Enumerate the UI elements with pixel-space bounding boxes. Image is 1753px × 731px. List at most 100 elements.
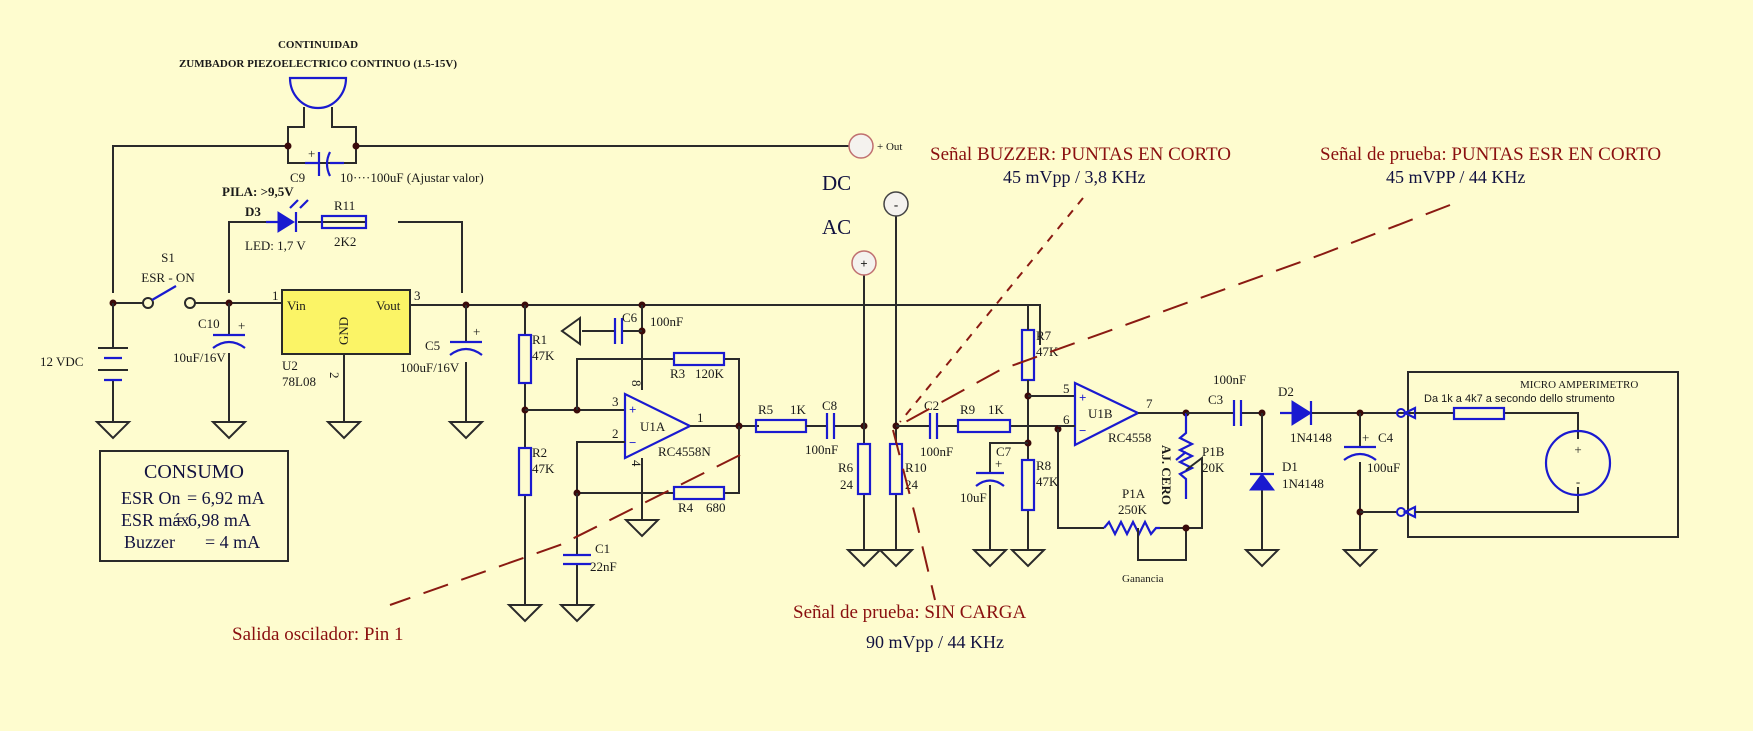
svg-text:D1: D1 (1282, 459, 1298, 474)
terminal-ac-plus[interactable]: + (851, 250, 877, 276)
svg-text:3: 3 (414, 288, 421, 303)
r10-ref: R10 (905, 460, 927, 475)
resistor-r11: R11 2K2 (320, 198, 368, 249)
leader-buzzer (899, 197, 1084, 423)
svg-text:78L08: 78L08 (282, 374, 316, 389)
c3-value: 100nF (1213, 372, 1246, 387)
c7-ref: C7 (996, 444, 1012, 459)
svg-text:Vin: Vin (287, 298, 306, 313)
c5-value: 100uF/16V (400, 360, 460, 375)
r5-ref: R5 (758, 402, 773, 417)
capacitor-c9: + C9 10····100uF (Ajustar valor) (290, 146, 484, 185)
consumo-box: CONSUMO ESR On = 6,92 mA ESR máx = 6,98 … (99, 450, 289, 562)
annotation-buzzer-title: Señal BUZZER: PUNTAS EN CORTO (930, 144, 1231, 165)
c10-ref: C10 (198, 316, 220, 331)
svg-text:U1A: U1A (640, 419, 666, 434)
svg-text:C9: C9 (290, 170, 305, 185)
c5-ref: C5 (425, 338, 440, 353)
r3-ref: R3 (670, 366, 685, 381)
svg-text:GND: GND (336, 317, 351, 345)
svg-text:2: 2 (327, 372, 342, 379)
annotation-esr-title: Señal de prueba: PUNTAS ESR EN CORTO (1320, 144, 1661, 165)
svg-text:+: + (1362, 430, 1369, 445)
svg-text:+: + (473, 324, 480, 339)
r4-ref: R4 (678, 500, 694, 515)
svg-text:−: − (1079, 423, 1086, 438)
regulator-u2: Vin Vout GND 1 3 2 U2 78L08 (272, 288, 421, 389)
svg-text:2K2: 2K2 (334, 234, 356, 249)
r4-value: 680 (706, 500, 726, 515)
svg-text:-: - (1576, 474, 1580, 489)
svg-text:Buzzer: Buzzer (124, 532, 175, 552)
svg-text:R11: R11 (334, 198, 355, 213)
svg-text:1: 1 (697, 410, 704, 425)
buzzer-title: CONTINUIDAD (278, 39, 358, 51)
buzzer-icon (288, 76, 348, 110)
svg-text:−: − (629, 435, 636, 450)
opamp-u1b: + − U1B RC4558 5 6 7 (1063, 381, 1153, 447)
annotation-esr-value: 45 mVPP / 44 KHz (1386, 167, 1525, 187)
svg-text:6: 6 (1063, 412, 1070, 427)
switch-s1: S1 ESR - ON (141, 250, 196, 309)
svg-text:+ Out: + Out (877, 141, 902, 153)
c8-value: 100nF (805, 442, 838, 457)
svg-text:ESR máx: ESR máx (121, 510, 190, 530)
annotation-sin-carga-title: Señal de prueba: SIN CARGA (793, 602, 1027, 623)
svg-text:ESR On: ESR On (121, 488, 181, 508)
svg-text:MICRO AMPERIMETRO: MICRO AMPERIMETRO (1520, 379, 1638, 391)
svg-text:+: + (308, 146, 315, 161)
svg-text:= 6,92 mA: = 6,92 mA (187, 488, 265, 508)
svg-text:AJ. CERO: AJ. CERO (1159, 445, 1174, 505)
svg-text:20K: 20K (1202, 460, 1225, 475)
svg-text:8: 8 (629, 380, 644, 387)
svg-text:D3: D3 (245, 204, 261, 219)
svg-text:P1A: P1A (1122, 486, 1146, 501)
annotation-oscilador: Salida oscilador: Pin 1 (232, 624, 404, 645)
opamp-u1a: + − U1A RC4558N 3 2 1 8 4 (612, 380, 711, 467)
svg-text:LED: 1,7 V: LED: 1,7 V (245, 238, 306, 253)
svg-text:ESR - ON: ESR - ON (141, 270, 195, 285)
c7-value: 10uF (960, 490, 987, 505)
c1-ref: C1 (595, 541, 610, 556)
svg-text:RC4558: RC4558 (1108, 430, 1151, 445)
r7-ref: R7 (1036, 328, 1052, 343)
svg-text:5: 5 (1063, 381, 1070, 396)
terminal-dc-minus[interactable]: - (883, 191, 909, 217)
svg-text:Vout: Vout (376, 298, 401, 313)
svg-text:+: + (860, 256, 867, 271)
leader-oscilador (389, 454, 741, 606)
buzzer-subtitle: ZUMBADOR PIEZOELECTRICO CONTINUO (1.5-15… (179, 58, 457, 70)
svg-text:CONSUMO: CONSUMO (144, 461, 244, 483)
svg-text:P1B: P1B (1202, 444, 1225, 459)
r9-value: 1K (988, 402, 1005, 417)
svg-text:1N4148: 1N4148 (1282, 476, 1324, 491)
svg-text:S1: S1 (161, 250, 175, 265)
c4-ref: C4 (1378, 430, 1394, 445)
r2-value: 47K (532, 461, 555, 476)
battery-12vdc: 12 VDC (40, 303, 128, 412)
svg-text:+: + (238, 318, 245, 333)
c2-value: 100nF (920, 444, 953, 459)
terminal-out[interactable]: + Out (848, 133, 902, 159)
r3-value: 120K (695, 366, 725, 381)
svg-text:Da 1k a 4k7 a secondo dello st: Da 1k a 4k7 a secondo dello strumento (1424, 393, 1615, 405)
svg-text:RC4558N: RC4558N (658, 444, 711, 459)
svg-text:10····100uF (Ajustar valor): 10····100uF (Ajustar valor) (340, 170, 484, 185)
svg-text:Ganancia: Ganancia (1122, 573, 1164, 585)
r5-value: 1K (790, 402, 807, 417)
c6-ref: C6 (622, 310, 638, 325)
svg-text:= 4 mA: = 4 mA (205, 532, 260, 552)
svg-text:4: 4 (629, 460, 644, 467)
c1-value: 22nF (590, 559, 617, 574)
r7-value: 47K (1036, 344, 1059, 359)
diode-d2: D2 1N4148 (1278, 384, 1332, 445)
svg-text:7: 7 (1146, 396, 1153, 411)
svg-text:D2: D2 (1278, 384, 1294, 399)
leader-sin-carga (892, 429, 936, 601)
svg-text:250K: 250K (1118, 502, 1148, 517)
led-d3: PILA: >9,5V D3 LED: 1,7 V (222, 184, 309, 253)
c8-ref: C8 (822, 398, 837, 413)
svg-text:+: + (995, 456, 1002, 471)
c3-ref: C3 (1208, 392, 1223, 407)
